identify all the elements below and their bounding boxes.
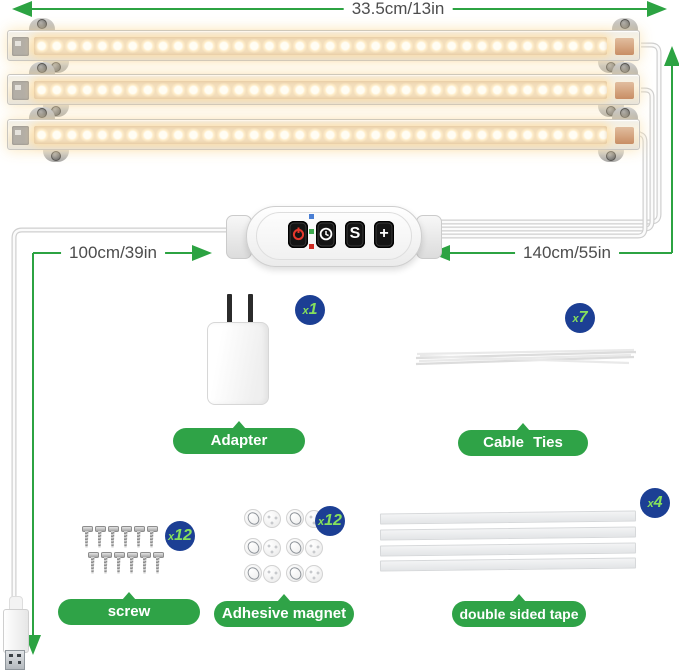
cable-ties <box>415 348 637 366</box>
usb-plug <box>3 609 29 653</box>
usb-cable-length-label: 100cm/39in <box>61 243 165 263</box>
adapter-prong <box>248 294 253 323</box>
screw-label: screw <box>58 592 200 625</box>
bar-connector <box>12 81 29 100</box>
indicator-red <box>309 244 314 249</box>
bar-housing <box>7 74 640 105</box>
cable-ties-count-badge: x7 <box>565 303 595 333</box>
indicator-green <box>309 229 314 234</box>
led-light-bar-3 <box>7 107 640 162</box>
timer-button <box>316 221 336 248</box>
tape-count-badge: x4 <box>640 488 670 518</box>
mounting-bracket <box>612 107 638 120</box>
mounting-bracket <box>598 149 624 162</box>
bar-connector <box>12 37 29 56</box>
indicator-blue <box>309 214 314 219</box>
mounting-bracket <box>29 18 55 31</box>
usb-contact <box>17 654 21 657</box>
bar-housing <box>7 30 640 61</box>
brightness-button: + <box>374 221 394 248</box>
controller-cable-length-label: 140cm/55in <box>515 243 619 263</box>
mounting-bracket <box>612 62 638 75</box>
double-sided-tape-label: double sided tape <box>452 594 586 627</box>
screw-count-badge: x12 <box>165 521 195 551</box>
usb-connector <box>5 650 25 670</box>
mounting-bracket <box>43 149 69 162</box>
led-strip <box>34 81 607 99</box>
mounting-bracket <box>29 107 55 120</box>
bar-connector <box>615 82 634 99</box>
mounting-bracket <box>612 18 638 31</box>
led-strip <box>34 126 607 144</box>
bar-connector <box>12 126 29 145</box>
magnet-count-badge: x12 <box>315 506 345 536</box>
spectrum-button: S <box>345 221 365 248</box>
bar-housing <box>7 119 640 150</box>
led-strip <box>34 37 607 55</box>
usb-adapter <box>207 322 269 405</box>
power-icon <box>292 227 304 241</box>
usb-contact <box>9 661 12 664</box>
adhesive-magnet-label: Adhesive magnet <box>214 594 354 627</box>
adapter-label: Adapter <box>173 421 305 454</box>
usb-contact <box>18 661 21 664</box>
bar-length-label: 33.5cm/13in <box>343 0 453 19</box>
usb-contact <box>9 654 13 657</box>
led-light-bar-2 <box>7 62 640 117</box>
cable-ties-label: Cable Ties <box>458 423 588 456</box>
adapter-prong <box>227 294 232 323</box>
adapter-count-badge: x1 <box>295 295 325 325</box>
bar-connector <box>615 127 634 144</box>
bar-connector <box>615 38 634 55</box>
mounting-bracket <box>29 62 55 75</box>
clock-icon <box>319 227 333 241</box>
power-button <box>288 221 308 248</box>
led-light-bar-1 <box>7 18 640 73</box>
